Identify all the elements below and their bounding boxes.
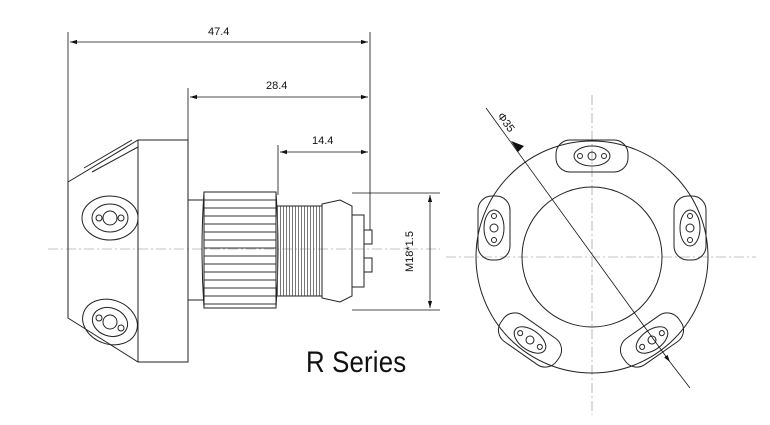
front-port-left xyxy=(477,195,511,261)
head-body xyxy=(67,139,189,363)
upper-port xyxy=(81,195,139,241)
dim-connector-label: 14.4 xyxy=(312,135,333,147)
knurled-nut xyxy=(275,205,323,297)
lower-port xyxy=(82,298,138,346)
dim-diameter-line xyxy=(485,107,671,363)
front-port-bottom-right xyxy=(619,312,685,368)
connector xyxy=(321,199,373,303)
dim-diameter-label: Φ35 xyxy=(495,111,517,135)
front-port-bottom-left xyxy=(497,312,563,368)
dim-body-label: 28.4 xyxy=(266,80,287,92)
dim-thread-label: M18*1.5 xyxy=(404,231,416,272)
inner-circle xyxy=(521,186,663,328)
dimension-lines xyxy=(67,32,440,311)
series-title: R Series xyxy=(306,346,407,379)
front-port-right xyxy=(673,195,707,261)
dim-overall-label: 47.4 xyxy=(208,26,229,38)
threaded-section xyxy=(201,191,279,309)
front-port-top xyxy=(555,139,629,173)
front-view xyxy=(446,95,756,415)
outer-circle xyxy=(475,140,709,374)
side-view xyxy=(48,139,440,363)
